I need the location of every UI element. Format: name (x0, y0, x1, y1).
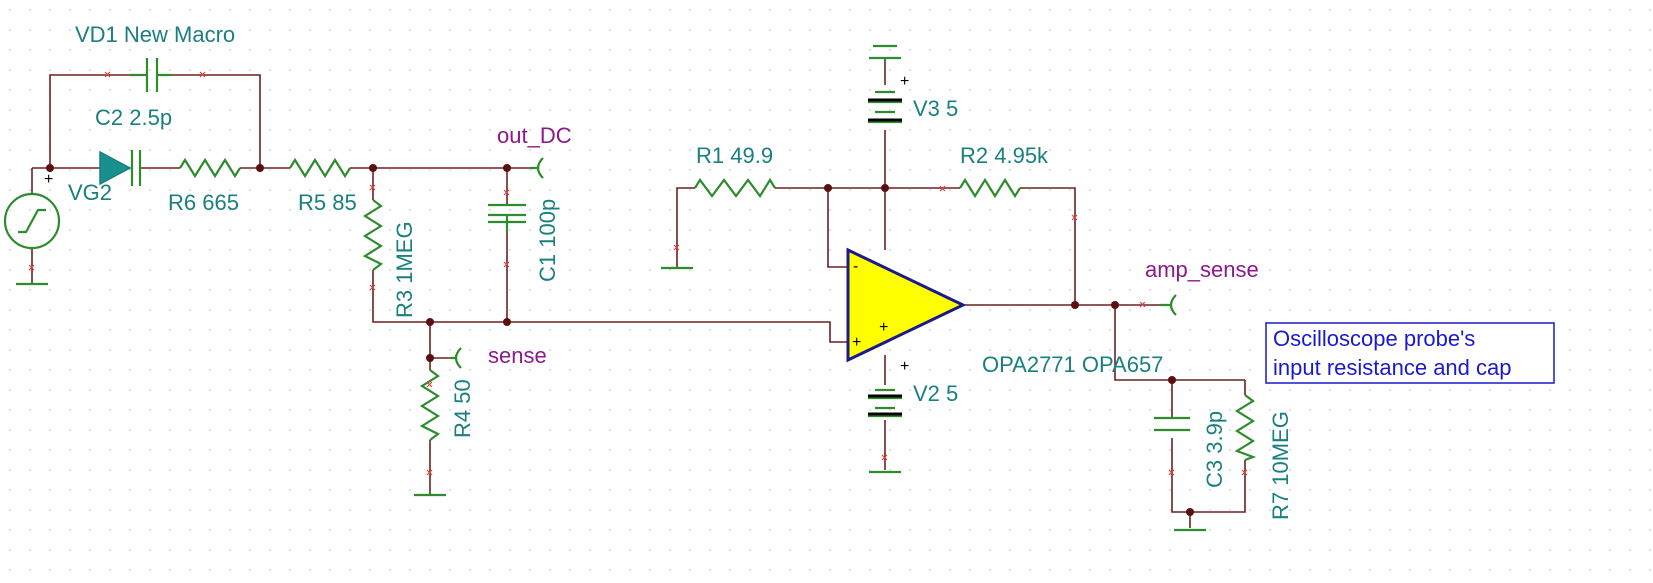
annotation-note[interactable]: Oscilloscope probe's input resistance an… (1265, 322, 1555, 384)
probe-sense[interactable] (450, 347, 462, 369)
opamp-supply-plus: + (879, 319, 888, 336)
probe-amp-sense[interactable] (1160, 294, 1177, 316)
label-vd1: VD1 New Macro (75, 22, 235, 47)
note-line-2: input resistance and cap (1273, 355, 1512, 380)
resistor-r7[interactable] (1234, 394, 1257, 462)
capacitor-c3[interactable] (1154, 416, 1190, 432)
junctions (46, 164, 1194, 516)
opamp-minus-input: - (853, 258, 858, 275)
ground-icon-r4 (414, 493, 446, 497)
note-line-1: Oscilloscope probe's (1273, 326, 1475, 351)
label-r5: R5 85 (298, 190, 357, 215)
label-opamp: OPA2771 OPA657 (982, 352, 1163, 377)
diode-vd1[interactable] (99, 150, 142, 186)
net-label-out-dc: out_DC (497, 123, 572, 148)
label-v3: V3 5 (913, 96, 958, 121)
label-r6: R6 665 (168, 190, 239, 215)
ground-icon-vg2 (16, 282, 48, 286)
opamp-opa657[interactable] (846, 247, 967, 363)
label-r1: R1 49.9 (696, 143, 773, 168)
resistor-r3[interactable] (362, 199, 384, 271)
probe-out-dc[interactable] (530, 157, 544, 179)
label-r2: R2 4.95k (960, 143, 1049, 168)
polarity-plus-v2: + (900, 358, 909, 375)
battery-v3[interactable] (868, 90, 902, 124)
label-c3: C3 3.9p (1202, 411, 1227, 488)
pin-markers (28, 71, 1248, 476)
resistor-r4[interactable] (419, 369, 441, 441)
resistor-r1[interactable] (694, 177, 776, 198)
net-label-amp-sense: amp_sense (1145, 257, 1259, 282)
ground-icon-v3 (869, 44, 901, 60)
resistor-r2[interactable] (959, 177, 1021, 199)
label-c1: C1 100p (535, 199, 560, 282)
label-r4: R4 50 (450, 379, 475, 438)
voltage-generator-vg2[interactable] (3, 192, 61, 250)
net-label-sense: sense (488, 343, 547, 368)
polarity-plus-v3: + (900, 73, 909, 90)
opamp-plus-input: + (852, 334, 861, 351)
label-vg2: VG2 (68, 180, 112, 205)
capacitor-c2[interactable] (130, 58, 172, 92)
battery-v2[interactable] (868, 388, 902, 418)
label-c2: C2 2.5p (95, 105, 172, 130)
resistor-r5[interactable] (289, 157, 351, 179)
label-r7: R7 10MEG (1268, 411, 1293, 520)
polarity-plus-vg2: + (44, 171, 53, 188)
resistor-r6[interactable] (179, 157, 241, 179)
label-v2: V2 5 (913, 381, 958, 406)
capacitor-c1[interactable] (488, 203, 526, 232)
label-r3: R3 1MEG (392, 221, 417, 318)
ground-icon-r1 (661, 265, 693, 270)
